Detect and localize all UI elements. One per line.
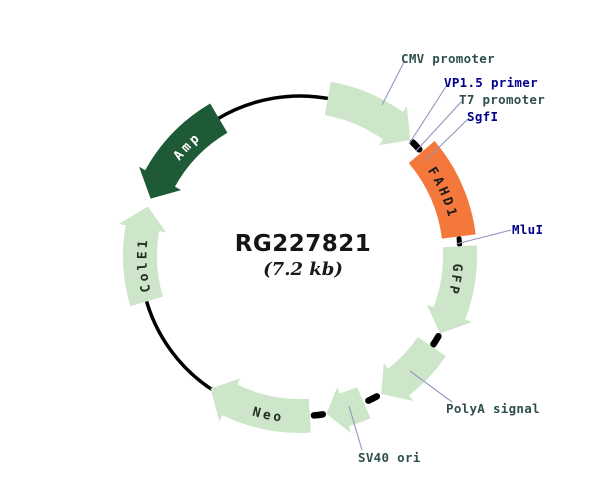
feature-cmv-promoter bbox=[324, 81, 411, 146]
feature-amp bbox=[139, 103, 228, 199]
tick-gfp-polya bbox=[430, 332, 442, 348]
tick-cmv-fahd1 bbox=[409, 139, 423, 153]
backbone-arc bbox=[214, 94, 336, 122]
feature-polya-signal bbox=[381, 337, 446, 401]
label-sgfi-site: SgfI bbox=[467, 109, 499, 124]
label-sv40-ori: SV40 ori bbox=[358, 450, 421, 465]
leader-line-sv40-ori bbox=[348, 405, 363, 451]
backbone-arc bbox=[143, 294, 218, 394]
leader-line-sgfi-site bbox=[424, 117, 470, 162]
feature-neo bbox=[210, 378, 311, 434]
feature-fahd1 bbox=[408, 141, 476, 239]
plasmid-name: RG227821 bbox=[234, 231, 372, 257]
feature-cole1 bbox=[118, 206, 167, 307]
leader-line-t7-promoter bbox=[415, 100, 463, 152]
leader-line-cmv-promoter bbox=[381, 61, 405, 106]
feature-label-gfp: GFP bbox=[445, 263, 465, 298]
feature-sv40-ori bbox=[326, 386, 371, 433]
label-t7-promoter: T7 promoter bbox=[459, 92, 546, 107]
label-cmv-promoter: CMV promoter bbox=[401, 51, 495, 66]
leader-line-polya-signal bbox=[409, 370, 453, 403]
leader-line-mlui-site bbox=[455, 229, 512, 245]
feature-gfp bbox=[426, 245, 477, 334]
feature-label-cole1: ColE1 bbox=[135, 237, 154, 294]
tick-polya-sv40 bbox=[365, 393, 381, 404]
label-mlui-site: MluI bbox=[512, 222, 544, 237]
feature-label-neo: Neo bbox=[251, 405, 285, 426]
plasmid-size: (7.2 kb) bbox=[263, 259, 343, 280]
tick-mlui-site bbox=[456, 235, 463, 248]
label-polya-signal: PolyA signal bbox=[446, 401, 540, 416]
tick-sv40-neo bbox=[310, 411, 327, 419]
label-vp15-primer: VP1.5 primer bbox=[444, 75, 538, 90]
leader-line-vp15-primer bbox=[408, 84, 448, 145]
